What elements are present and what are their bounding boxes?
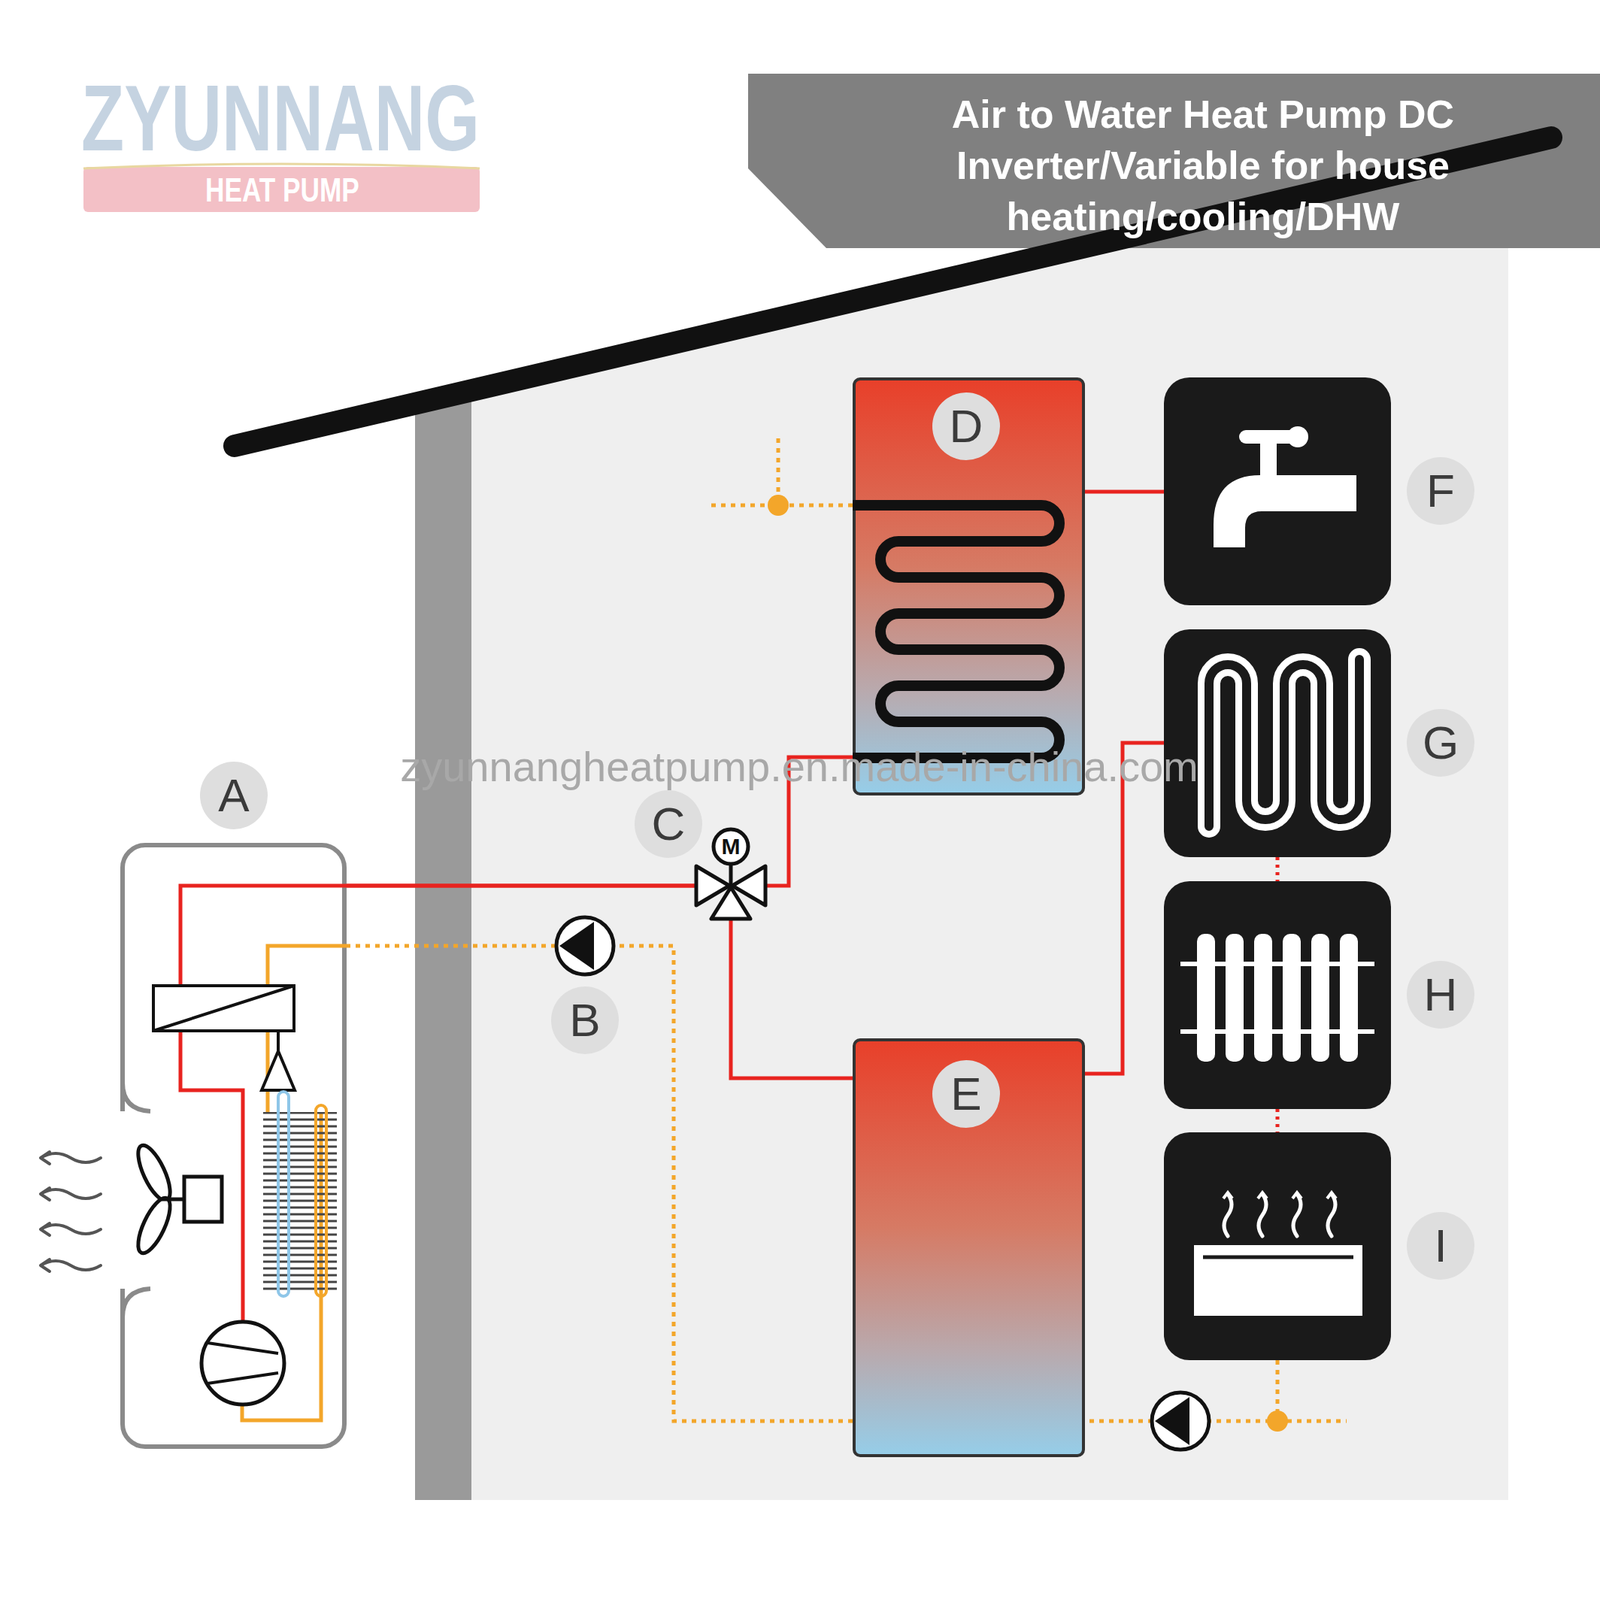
radiator-fin [1282,933,1301,1062]
drawing-part [161,1197,185,1202]
fan-motor [184,1176,222,1222]
plate-heat-exchanger [153,985,294,1031]
watermark: zyunnangheatpump.en.made-in-china.com [400,744,1199,790]
radiator-fin [1196,933,1216,1062]
heat-wave [1327,1193,1336,1237]
tank-node: E [852,1038,1085,1458]
tap-spout [1213,475,1357,548]
callout-letter: D [932,392,1000,461]
floor-node: G [1163,629,1391,858]
compressor-mark [207,1342,279,1384]
heat-wave [1258,1193,1267,1237]
drawing-part [1203,1255,1354,1260]
callout-letter: F [1406,457,1475,525]
radiator-fin [1225,933,1244,1062]
floor-loop-core [1209,659,1360,827]
evaporator-tube [278,1091,289,1297]
house-wall [415,390,472,1500]
floor-loop [1209,659,1360,827]
drawing-part [1327,1192,1337,1199]
callout-letter: E [932,1060,1000,1128]
radiator-fin [1311,933,1330,1062]
node-illustration [1163,629,1391,858]
node-illustration [1163,377,1391,606]
air-inlet-gap [118,1111,128,1289]
drawing-part [1292,1192,1302,1199]
hot-line [180,1030,243,1322]
coil-supply-stub [711,438,853,506]
pipe-connector [1084,742,1164,1074]
circulation-pump [1151,1392,1210,1450]
tap-node: F [1163,377,1391,606]
callout-letter: G [1406,709,1475,777]
callout-letter: A [200,761,268,830]
radiator-fin [1339,933,1358,1062]
logo-text: ZYUNNANG [81,69,480,167]
node-illustration [1163,881,1391,1110]
unit-node: A [120,842,347,1449]
motor-letter: M [721,833,741,861]
callout-letter: I [1406,1212,1475,1280]
fan-blade [131,1141,176,1205]
pipe-connector [1275,857,1280,882]
heat-wave [1293,1193,1301,1237]
building-interior [415,147,1509,1500]
pipe-connector [1084,490,1164,494]
pipe-connector [1275,1109,1280,1133]
banner-title: Air to Water Heat Pump DC Inverter/Varia… [849,88,1557,243]
logo-band [83,166,480,213]
air-flow-arrows [40,1151,101,1272]
radiator-node: H [1163,881,1391,1110]
junction-dot [767,494,789,516]
fancoil-node: I [1163,1132,1391,1361]
pipe-connector [346,945,853,1422]
junction-dot [1266,1410,1288,1432]
air-inlet-edge [122,1082,151,1318]
exchanger-diagonal [153,985,294,1031]
expansion-valve [261,1051,295,1091]
hot-line [180,885,347,986]
radiator-fin [1254,933,1273,1062]
compressor [201,1321,285,1405]
callout-letter: B [551,986,619,1055]
heat-wave [1224,1193,1232,1237]
tap-stem [1260,442,1277,480]
three-way-valve [696,829,766,919]
tank-node: D [852,377,1085,796]
callout-letter: C [634,790,703,858]
drawing-part [1223,1192,1233,1199]
node-illustration [120,842,347,1449]
evaporator-tube [315,1105,327,1297]
callout-letter: H [1406,960,1475,1029]
fan-blade [131,1193,176,1258]
pipe-connector [346,885,853,1079]
circulation-pump [556,917,614,975]
node-illustration [1163,1132,1391,1361]
drawing-part [1287,426,1309,448]
logo-subtext: HEAT PUMP [205,169,360,211]
fan-coil-body [1193,1245,1363,1316]
heating-coil [852,505,1060,758]
drawing-part [1257,1192,1267,1199]
unit-casing [122,845,345,1447]
